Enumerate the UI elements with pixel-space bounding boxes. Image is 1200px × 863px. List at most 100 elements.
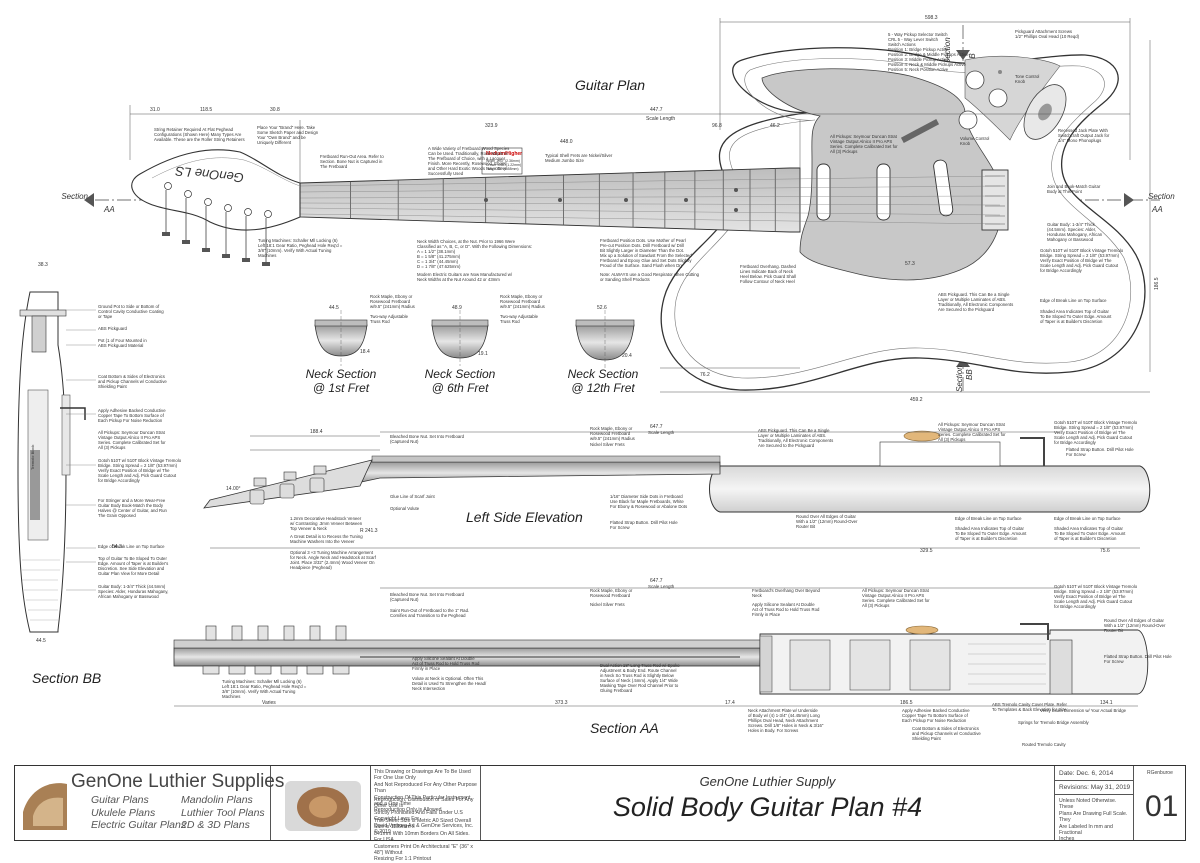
svg-text:647.7: 647.7 xyxy=(650,578,663,584)
svg-text:Nickel Silver Frets: Nickel Silver Frets xyxy=(590,602,625,607)
left-side-elevation-view: Left Side Elevation 188.4 54.3 329.5 75.… xyxy=(112,420,1151,570)
section-bb-top-arrow xyxy=(956,50,970,60)
svg-text:Volute at Neck is Optional. Of: Volute at Neck is Optional. Often ThisDe… xyxy=(412,676,487,691)
svg-text:Top of Guitar To Be Sloped To: Top of Guitar To Be Sloped To OuterEdge.… xyxy=(98,556,168,576)
svg-text:Edge of Break Line on Top Surf: Edge of Break Line on Top Surface xyxy=(955,516,1022,521)
elevation-tuners xyxy=(249,465,327,505)
neck-section-12th: 52.6 20.4 Neck Section @ 12th Fret xyxy=(568,305,639,395)
volume-knob[interactable] xyxy=(958,110,978,130)
link-electric-guitar-plans[interactable]: Electric Guitar Plans xyxy=(91,819,187,831)
company-name: GenOne Luthier Supplies xyxy=(71,771,285,792)
svg-text:44.5: 44.5 xyxy=(329,305,339,311)
elevation-knob xyxy=(903,430,941,442)
link-mandolin-plans[interactable]: Mandolin Plans xyxy=(181,794,253,806)
svg-text:Gotoh 510T w/ 510T Block Vinta: Gotoh 510T w/ 510T Block Vintage Tremolo… xyxy=(1054,584,1138,609)
section-aa-left-label: Section xyxy=(61,192,88,201)
svg-text:75.6: 75.6 xyxy=(1100,548,1110,554)
dim-118: 118.5 xyxy=(200,107,212,113)
link-luthier-tool-plans[interactable]: Luthier Tool Plans xyxy=(181,806,265,819)
svg-text:For Stringer and a More Wear-F: For Stringer and a More Wear-FreeGuitar … xyxy=(98,498,167,518)
svg-text:52.6: 52.6 xyxy=(597,305,607,311)
neck-section-1st-title-1: Neck Section xyxy=(306,367,377,381)
svg-text:Gotoh 510T w/ 510T Block Vinta: Gotoh 510T w/ 510T Block Vintage Tremolo… xyxy=(1040,248,1124,273)
plan-drawing: Section AA Section AA Section BB Section… xyxy=(17,15,1175,747)
guitar-plan-title: Guitar Plan xyxy=(575,77,645,93)
svg-text:Dual Action 18" Long Truss Rod: Dual Action 18" Long Truss Rod w/ SpokeA… xyxy=(600,663,680,693)
neck-pickup xyxy=(816,163,831,221)
svg-text:Fretboard Position Dots. Use M: Fretboard Position Dots. Use Mother of P… xyxy=(600,238,692,268)
svg-text:Edge of Break Line on Top Surf: Edge of Break Line on Top Surface xyxy=(1040,298,1107,303)
jack-hole xyxy=(1038,103,1052,121)
svg-text:20.4: 20.4 xyxy=(622,353,632,359)
svg-text:186.5: 186.5 xyxy=(900,700,913,706)
product-photo-cell xyxy=(271,766,371,840)
tone-knob-2[interactable] xyxy=(988,88,1008,108)
neck-section-1st: 44.5 18.4 Neck Section @ 1st Fret xyxy=(306,305,377,395)
svg-text:1/16" Diameter Side Dots in Fr: 1/16" Diameter Side Dots in FretboardUse… xyxy=(610,494,687,509)
guitar-body-inner-edge xyxy=(674,58,1132,379)
svg-text:A Great Detail is to Recess th: A Great Detail is to Recess the TuningMa… xyxy=(290,534,363,544)
svg-text:54.3: 54.3 xyxy=(112,544,122,550)
middle-pickup xyxy=(876,163,891,221)
pickups xyxy=(816,159,954,221)
title-cell: GenOne Luthier Supply Solid Body Guitar … xyxy=(481,766,1055,840)
section-aa-right-id: AA xyxy=(1151,205,1163,214)
svg-text:Optional 3 +3 Tuning Machine A: Optional 3 +3 Tuning Machine Arrangement… xyxy=(290,550,377,570)
svg-text:Verify Exact Dimension w/ Your: Verify Exact Dimension w/ Your Actual Br… xyxy=(1040,708,1127,713)
svg-text:ABS Pickguard. This Can Be a S: ABS Pickguard. This Can Be a SingleLayer… xyxy=(758,428,833,448)
fret-legend-row-0: Width .093" (2.36mm) xyxy=(486,159,520,163)
svg-text:Edge of Break Line on Top Surf: Edge of Break Line on Top Surface xyxy=(1054,516,1121,521)
link-ukulele-plans[interactable]: Ukulele Plans xyxy=(91,806,156,819)
svg-text:Scale Length: Scale Length xyxy=(648,430,675,435)
dim-30: 30.8 xyxy=(270,107,280,113)
dim-96: 96.8 xyxy=(712,123,722,129)
svg-text:18.4: 18.4 xyxy=(360,349,370,355)
svg-text:Saint Run-Out of Fretboard to: Saint Run-Out of Fretboard to the 1" Rad… xyxy=(390,608,469,618)
svg-text:14.00°: 14.00° xyxy=(226,486,241,492)
section-aa-view: Section AA 647.7 Scale Length 373.3 186.… xyxy=(173,578,1172,747)
section-aa-title: Section AA xyxy=(590,720,659,736)
dim-459: 459.2 xyxy=(910,397,923,403)
tone-knob-1[interactable] xyxy=(965,70,985,90)
section-bb-title: Section BB xyxy=(32,670,101,686)
dim-598: 598.3 xyxy=(925,15,938,21)
dim-46: 46.2 xyxy=(770,123,780,129)
svg-text:ABS Pickguard: ABS Pickguard xyxy=(98,326,128,331)
svg-text:Nickel Silver Frets: Nickel Silver Frets xyxy=(590,442,625,447)
section-aa-right-arrow xyxy=(1124,193,1134,207)
fine-print-2: Reproduction, Distribution or Sales For … xyxy=(374,797,474,836)
svg-text:48.9: 48.9 xyxy=(452,305,462,311)
svg-text:Gotoh 510T w/ 510T Block Vinta: Gotoh 510T w/ 510T Block Vintage Tremolo… xyxy=(98,458,182,483)
section-bb-bottom-label: Section xyxy=(955,365,964,392)
link-guitar-plans[interactable]: Guitar Plans xyxy=(91,794,149,806)
section-bb-view: Tremolo Block 38.3 44.5 Section BB Groun… xyxy=(17,262,182,686)
svg-text:Modern Electric Guitars are No: Modern Electric Guitars are Now Manufact… xyxy=(417,272,513,282)
svg-text:Flatted Strap Button. Drill Pi: Flatted Strap Button. Drill Pilot HoleFo… xyxy=(1066,447,1134,457)
selector-switch[interactable] xyxy=(900,118,940,144)
svg-text:Neck Width Choices, at the Nut: Neck Width Choices, at the Nut. Prior to… xyxy=(417,239,532,269)
dim-57: 57.3 xyxy=(905,261,915,267)
headstock-logo: GenOne LS xyxy=(174,163,244,185)
svg-text:ABS Pickguard. This Can Be a S: ABS Pickguard. This Can Be a SingleLayer… xyxy=(938,292,1013,312)
fret-legend-row-1: Crown .048" (1.22mm) xyxy=(486,163,521,167)
link-2d-3d-plans[interactable]: 2D & 3D Plans xyxy=(181,819,250,831)
brand-cell: GenOne Luthier Supplies Guitar Plans Uku… xyxy=(15,766,284,840)
bridge-pickup xyxy=(933,159,954,217)
elevation-neck xyxy=(350,461,721,485)
